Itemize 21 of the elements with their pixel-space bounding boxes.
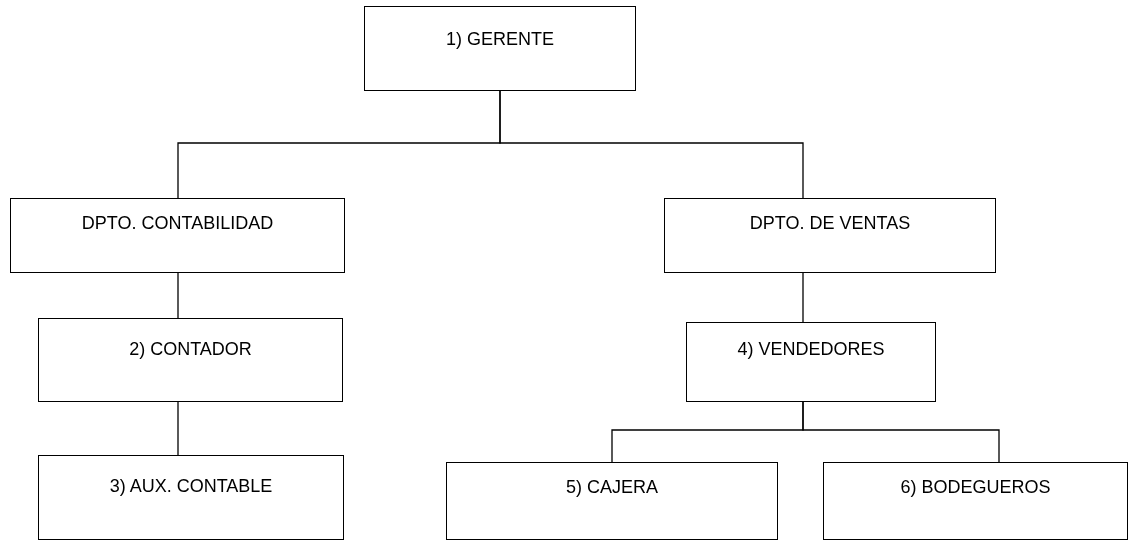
- role-label: 1) GERENTE: [445, 29, 555, 50]
- role-label: DPTO. DE VENTAS: [748, 213, 912, 234]
- org-box: [823, 462, 1128, 540]
- connector-line: [177, 401, 179, 456]
- role-label: 2) CONTADOR: [128, 339, 253, 360]
- org-box: [10, 198, 345, 273]
- org-box: [446, 462, 778, 540]
- role-label: 5) CAJERA: [565, 477, 659, 498]
- org-box: [664, 198, 996, 273]
- role-label: 6) BODEGUEROS: [899, 477, 1052, 498]
- org-box: [364, 6, 636, 91]
- role-label: 4) VENDEDORES: [736, 339, 886, 360]
- org-box: [38, 318, 343, 402]
- connector-line: [499, 90, 804, 199]
- connector-line: [802, 401, 1000, 463]
- connector-line: [177, 272, 179, 319]
- org-box: [686, 322, 936, 402]
- org-box: [38, 455, 344, 540]
- role-label: DPTO. CONTABILIDAD: [80, 213, 275, 234]
- connector-line: [802, 272, 804, 323]
- role-label: 3) AUX. CONTABLE: [108, 476, 274, 497]
